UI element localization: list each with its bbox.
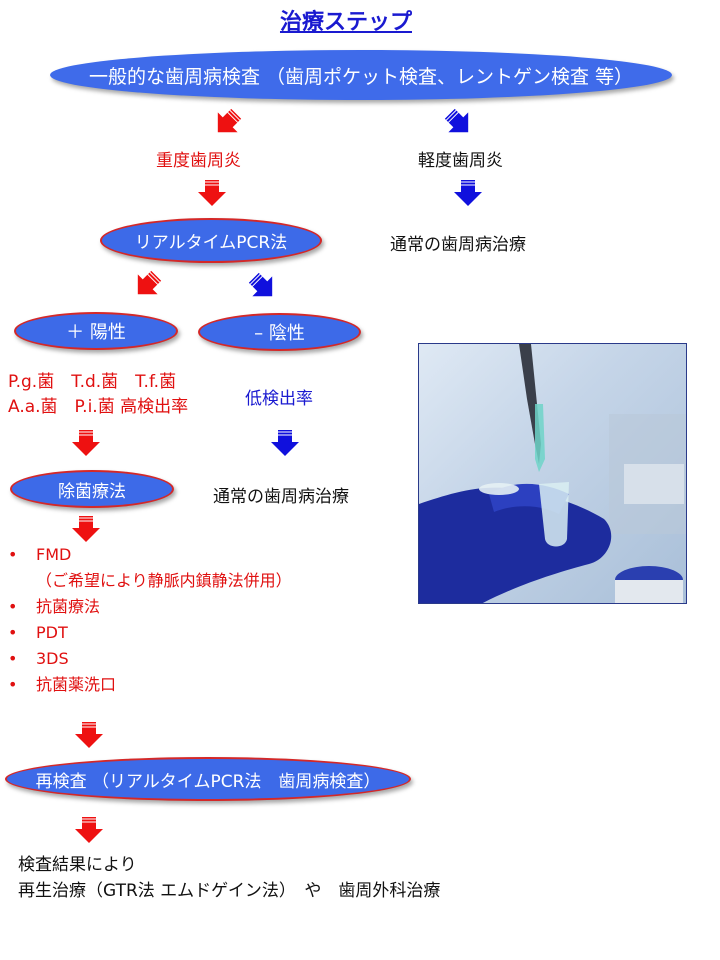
normal-treatment-label-2: 通常の歯周病治療: [213, 487, 349, 507]
arrow-down-right-blue-icon: [438, 102, 480, 144]
arrow-down-red-icon: [74, 815, 104, 845]
mild-label: 軽度歯周炎: [418, 151, 503, 171]
reexam-ellipse: 再検査 （リアルタイムPCR法 歯周病検査）: [5, 757, 411, 801]
arrow-down-red-icon: [74, 720, 104, 750]
arrow-down-red-icon: [71, 514, 101, 544]
normal-treatment-label-1: 通常の歯周病治療: [390, 235, 526, 255]
list-item: （ご希望により静脈内鎮静法併用）: [36, 571, 292, 590]
bacteria-line-1: P.g.菌 T.d.菌 T.f.菌: [8, 372, 177, 392]
list-item: •PDT: [8, 623, 68, 642]
treatment-list: •FMD （ご希望により静脈内鎮静法併用） •抗菌療法 •PDT •3DS •抗…: [8, 542, 292, 698]
positive-ellipse: ＋ 陽性: [14, 312, 178, 350]
eradication-label: 除菌療法: [58, 481, 126, 502]
arrow-down-red-icon: [197, 178, 227, 208]
low-detection-label: 低検出率: [245, 389, 313, 409]
negative-label: – 陰性: [254, 323, 305, 344]
arrow-down-blue-icon: [453, 178, 483, 208]
arrow-down-blue-icon: [270, 428, 300, 458]
pcr-label: リアルタイムPCR法: [134, 233, 288, 253]
general-exam-ellipse: 一般的な歯周病検査 （歯周ポケット検査、レントゲン検査 等）: [50, 50, 672, 100]
list-item: •抗菌薬洗口: [8, 675, 117, 694]
list-item: •3DS: [8, 649, 69, 668]
pipette-glove-image: [419, 344, 686, 603]
arrow-down-red-icon: [71, 428, 101, 458]
list-item: •FMD: [8, 545, 72, 564]
bacteria-line-2: A.a.菌 P.i.菌 高検出率: [8, 397, 189, 417]
arrow-down-left-red-icon: [206, 102, 248, 144]
eradication-ellipse: 除菌療法: [10, 470, 174, 508]
pcr-ellipse: リアルタイムPCR法: [100, 218, 322, 263]
general-exam-label: 一般的な歯周病検査 （歯周ポケット検査、レントゲン検査 等）: [88, 65, 634, 88]
reexam-label: 再検査 （リアルタイムPCR法 歯周病検査）: [35, 771, 381, 792]
arrow-down-left-red-icon: [126, 264, 168, 306]
result-line-2: 再生治療（GTR法 エムドゲイン法） や 歯周外科治療: [18, 881, 441, 901]
result-line-1: 検査結果により: [18, 855, 137, 875]
pcr-pipette-photo: [418, 343, 687, 604]
list-item: •抗菌療法: [8, 597, 101, 616]
severe-label: 重度歯周炎: [156, 151, 241, 171]
arrow-down-right-blue-icon: [242, 266, 284, 308]
negative-ellipse: – 陰性: [198, 313, 361, 351]
page-title: 治療ステップ: [279, 10, 412, 35]
positive-label: ＋ 陽性: [66, 322, 126, 343]
